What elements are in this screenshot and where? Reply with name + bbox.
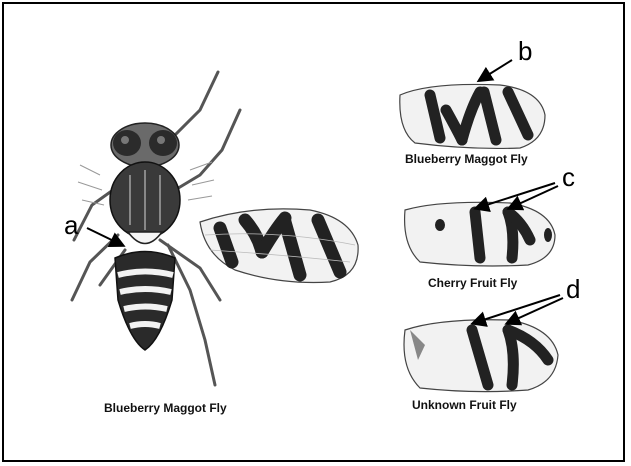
caption-main-fly: Blueberry Maggot Fly [104, 401, 227, 415]
caption-wing-d: Unknown Fruit Fly [412, 398, 517, 412]
label-b: b [518, 38, 532, 64]
blueberry-maggot-fly-drawing [72, 72, 358, 385]
wing-unknown-fruit-fly [404, 320, 558, 392]
wing-cherry-fruit-fly [405, 202, 555, 266]
label-c: c [562, 164, 575, 190]
label-a: a [64, 212, 78, 238]
caption-wing-b: Blueberry Maggot Fly [405, 152, 528, 166]
arrow-d-2 [508, 298, 563, 323]
label-d: d [566, 276, 580, 302]
caption-wing-c: Cherry Fruit Fly [428, 276, 517, 290]
arrow-b [480, 60, 512, 80]
wing-blueberry-maggot [400, 84, 545, 148]
